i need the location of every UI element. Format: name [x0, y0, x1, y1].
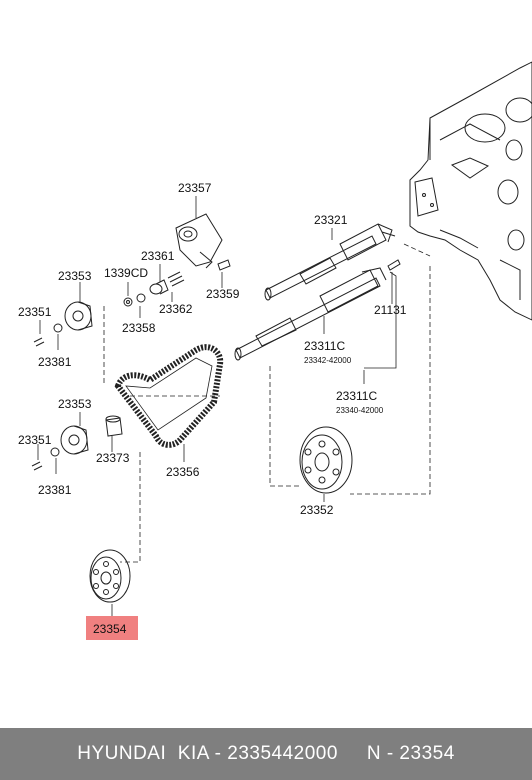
part-number-footer: HYUNDAI KIA - 2335442000 N - 23354 — [0, 728, 532, 780]
label-23381-bottom: 23381 — [38, 483, 72, 497]
label-23311C-a: 23311C — [304, 339, 345, 353]
label-23361: 23361 — [141, 249, 175, 263]
exploded-parts-diagram: 23357 23321 23361 1339CD 23353 23351 233… — [18, 61, 532, 640]
label-23351-bottom: 23351 — [18, 433, 52, 447]
label-23381-top: 23381 — [38, 355, 72, 369]
label-1339CD: 1339CD — [104, 266, 148, 280]
tensioner-23357 — [175, 213, 223, 269]
small-parts-group — [123, 259, 231, 307]
highlight-box-23354 — [86, 616, 138, 640]
label-23357: 23357 — [178, 181, 212, 195]
label-23311C-b: 23311C — [336, 389, 377, 403]
footer-text: HYUNDAI KIA - 2335442000 N - 23354 — [77, 743, 455, 764]
idler-pulley-top — [33, 301, 93, 347]
camshaft-lower — [234, 267, 387, 361]
label-23373: 23373 — [96, 451, 130, 465]
label-23342-42000: 23342-42000 — [304, 356, 352, 365]
pin-21131 — [387, 259, 401, 271]
label-23359: 23359 — [206, 287, 240, 301]
label-23321: 23321 — [314, 213, 348, 227]
idler-pulley-bottom — [31, 415, 123, 471]
label-23358: 23358 — [122, 321, 156, 335]
leader-lines — [37, 196, 431, 618]
camshaft-upper — [264, 223, 396, 301]
label-23353-bottom: 23353 — [58, 397, 92, 411]
label-23352: 23352 — [300, 503, 334, 517]
label-23353-top: 23353 — [58, 269, 92, 283]
cam-sprocket-23352 — [299, 426, 353, 494]
label-23362: 23362 — [159, 302, 193, 316]
label-23356: 23356 — [166, 465, 200, 479]
engine-block — [409, 61, 532, 321]
label-23340-42000: 23340-42000 — [336, 406, 384, 415]
crank-sprocket-23354 — [89, 549, 131, 603]
timing-belt-23356 — [114, 344, 224, 448]
part-labels: 23357 23321 23361 1339CD 23353 23351 233… — [18, 181, 407, 636]
label-23351-top: 23351 — [18, 305, 52, 319]
label-23354: 23354 — [93, 622, 127, 636]
label-21131: 21131 — [374, 303, 407, 317]
